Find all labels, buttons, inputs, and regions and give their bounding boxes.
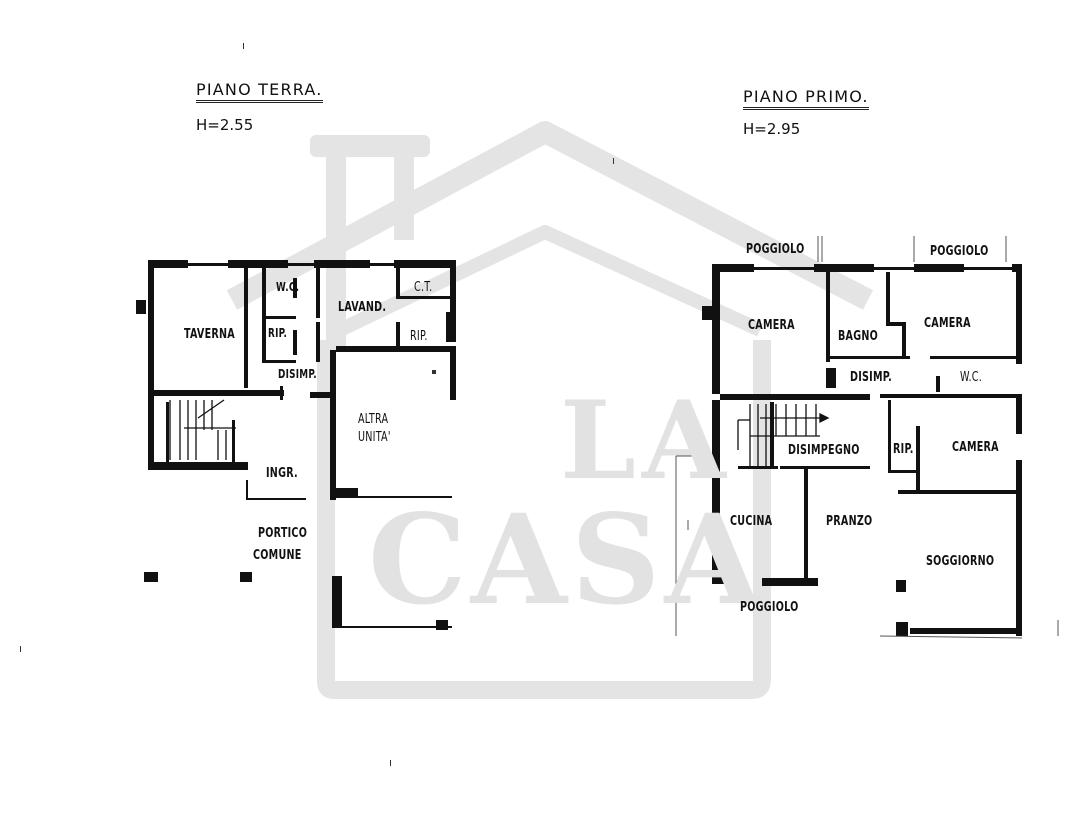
room-portico: PORTICO (258, 526, 308, 541)
ground-floor-title: PIANO TERRA. (196, 80, 323, 103)
ground-floor-plan (136, 260, 456, 500)
room-disimp-ground: DISIMP. (278, 367, 317, 381)
room-cucina: CUCINA (730, 514, 773, 529)
room-portico-comune: COMUNE (253, 548, 302, 563)
watermark-walls (317, 340, 771, 699)
watermark-text-casa: CASA (368, 488, 765, 633)
room-wc-first: W.C. (960, 370, 983, 385)
room-ingr: INGR. (266, 466, 298, 481)
room-bagno: BAGNO (838, 329, 879, 344)
room-soggiorno: SOGGIORNO (926, 554, 995, 569)
room-ct: C.T. (414, 280, 433, 295)
specks (20, 43, 614, 766)
room-disimpegno: DISIMPEGNO (788, 443, 860, 458)
room-poggiolo-3: POGGIOLO (740, 600, 799, 615)
room-disimp-first: DISIMP. (850, 370, 892, 385)
room-rip-first: RIP. (893, 442, 914, 457)
first-floor-plan (702, 264, 1022, 636)
first-floor-balcony-rails (675, 236, 1059, 639)
first-floor-stairs (737, 404, 830, 466)
first-floor-height: H=2.95 (743, 120, 801, 138)
room-rip-ground-2: RIP. (410, 329, 428, 344)
room-lavand: LAVAND. (338, 300, 387, 315)
room-camera-3: CAMERA (952, 440, 999, 455)
first-floor-title: PIANO PRIMO. (743, 87, 869, 110)
room-altra-unita-2: UNITA' (358, 430, 391, 445)
room-pranzo: PRANZO (826, 514, 873, 529)
room-rip-ground-1: RIP. (268, 326, 288, 340)
room-poggiolo-1: POGGIOLO (746, 242, 805, 257)
room-wc-ground: W.C. (276, 280, 300, 294)
watermark-text-la: LA (560, 378, 732, 504)
room-taverna: TAVERNA (184, 327, 235, 342)
ground-floor-stairs (169, 399, 236, 460)
room-altra-unita: ALTRA (358, 412, 389, 427)
watermark-roof-inner (336, 225, 763, 337)
room-camera-2: CAMERA (924, 316, 971, 331)
room-poggiolo-2: POGGIOLO (930, 244, 989, 259)
room-camera-1: CAMERA (748, 318, 795, 333)
ground-floor-height: H=2.55 (196, 116, 254, 134)
ground-floor-portico (144, 480, 452, 630)
